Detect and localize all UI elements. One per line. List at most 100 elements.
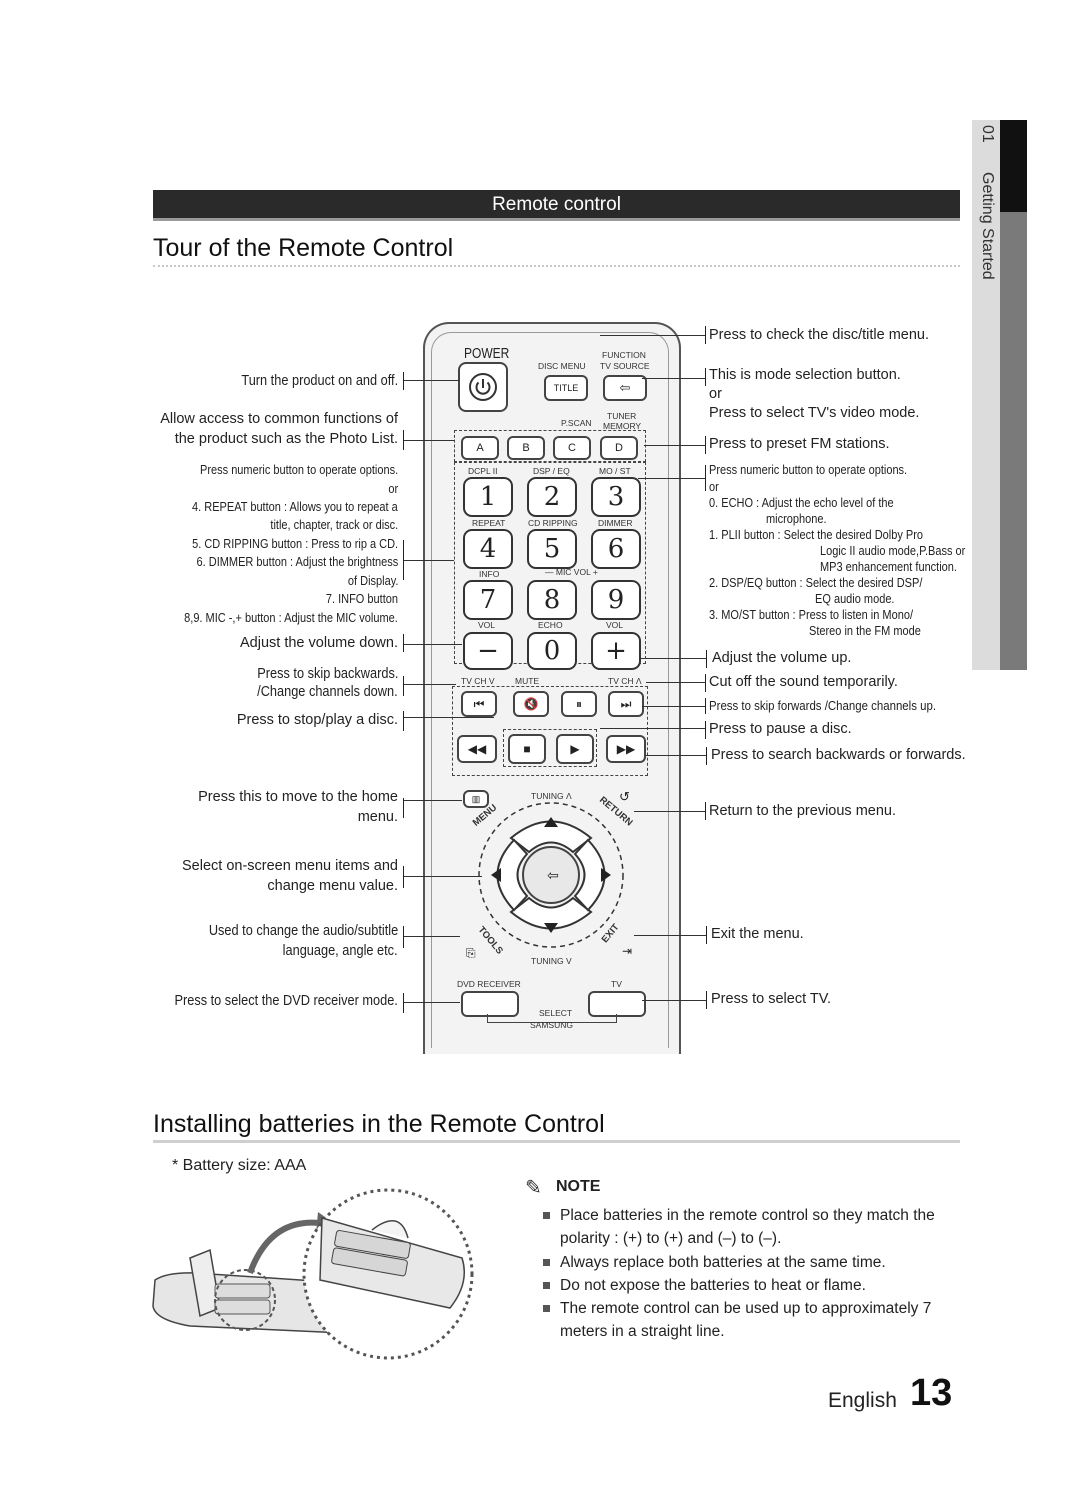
key-1[interactable]: 1 [463,477,513,517]
leader-dvd-receiver [404,1002,460,1003]
skip-forward-button[interactable]: ⏭ [608,691,644,717]
label-info: 7. INFO button [325,592,398,606]
title-rule [153,265,960,267]
tv-button[interactable] [588,991,646,1017]
label-most-1: 3. MO/ST button : Press to listen in Mon… [709,608,914,622]
pause-button[interactable]: ⏸ [561,691,597,717]
leader-preset [644,445,705,446]
exit-icon[interactable]: ⇥ [622,944,633,958]
function-button[interactable]: ⇦ [603,375,647,401]
abcd-group [454,430,646,462]
batteries-rule [153,1140,960,1143]
tick-numeric-left [403,540,404,580]
label-mode-1: This is mode selection button. [709,367,901,383]
stop-icon: ■ [523,742,531,756]
mute-button[interactable]: 🔇 [513,691,549,717]
label-skip-back-2: /Change channels down. [257,684,398,700]
play-button[interactable]: ▶ [556,734,594,764]
label-tools-1: Used to change the audio/subtitle [208,923,398,939]
tick-select [403,866,404,888]
tick-access [403,430,404,450]
label-numeric-right-1: Press numeric button to operate options. [709,463,908,477]
key-3[interactable]: 3 [591,477,641,517]
select-label: SELECT [536,1008,576,1018]
key-2[interactable]: 2 [527,477,577,517]
button-a[interactable]: A [461,436,499,460]
key-8[interactable]: 8 [527,580,577,620]
tick-numeric-right [705,465,706,491]
bullet-icon [543,1259,550,1267]
label-dsp-2: EQ audio mode. [815,592,895,606]
label-select-2: change menu value. [267,878,398,894]
key-0[interactable]: 0 [527,632,577,670]
power-icon [469,373,497,401]
button-c[interactable]: C [553,436,591,460]
label-dvd-receiver: Press to select the DVD receiver mode. [174,993,398,1009]
bullet-icon [543,1282,550,1290]
side-tab-marker [1000,120,1027,212]
disc-menu-label: DISC MENU [538,361,586,371]
label-exit: Exit the menu. [711,926,804,942]
label-mode-3: Press to select TV's video mode. [709,405,920,421]
transport-group [452,686,648,776]
info-label: INFO [479,569,500,579]
leader-volume-down [404,644,462,645]
label-search: Press to search backwards or forwards. [711,747,966,763]
fast-forward-button[interactable]: ▶▶ [606,735,646,763]
power-label: POWER [464,345,510,362]
key-5[interactable]: 5 [527,529,577,569]
tv-ch-down-label: TV CH V [461,676,495,686]
label-repeat-1: 4. REPEAT button : Allows you to repeat … [192,500,398,514]
tick-return [705,802,706,820]
button-b[interactable]: B [507,436,545,460]
rewind-button[interactable]: ◀◀ [457,735,497,763]
vol-plus-label: VOL [606,620,624,630]
menu-button[interactable]: ▥ [463,790,489,808]
dsp-eq-label: DSP / EQ [533,466,570,476]
side-tab-label: Getting Started [979,172,996,280]
tick-home [403,798,404,818]
key-9[interactable]: 9 [591,580,641,620]
dvd-receiver-button[interactable] [461,991,519,1017]
tick-search [706,747,707,765]
footer-language: English [828,1389,897,1412]
battery-illustration [152,1188,474,1360]
tick-tools [403,926,404,948]
leader-skip-back [404,684,456,685]
batteries-title: Installing batteries in the Remote Contr… [153,1110,605,1138]
button-d[interactable]: D [600,436,638,460]
dvd-receiver-label: DVD RECEIVER [457,979,521,989]
label-numeric-left-1: Press numeric button to operate options. [199,463,398,477]
label-stop-play: Press to stop/play a disc. [236,712,398,728]
memory-label: MEMORY [603,421,642,431]
mute-label: MUTE [515,676,540,686]
leader-home [404,800,462,801]
skip-back-button[interactable]: ⏮ [461,691,497,717]
leader-tools [404,936,460,937]
leader-mute [646,682,705,683]
key-4[interactable]: 4 [463,529,513,569]
volume-up-button[interactable]: + [591,632,641,670]
enter-button[interactable]: ⇦ [538,865,568,885]
tuning-up-label: TUNING Λ [531,791,572,801]
label-skip-back-1: Press to skip backwards. [256,666,398,682]
key-7[interactable]: 7 [463,580,513,620]
stop-button[interactable]: ■ [508,734,546,764]
volume-down-button[interactable]: − [463,632,513,670]
label-mode-2: or [709,386,722,402]
select-bracket [487,1014,617,1023]
key-6[interactable]: 6 [591,529,641,569]
power-button[interactable] [458,362,508,412]
return-icon[interactable]: ↺ [619,789,630,804]
label-plii-3: MP3 enhancement function. [820,560,957,574]
leader-numeric-right [638,478,705,479]
tools-icon[interactable]: ⎘ [466,946,476,960]
label-pause: Press to pause a disc. [709,721,852,737]
title-button[interactable]: TITLE [544,375,588,401]
label-dimmer-1: 6. DIMMER button : Adjust the brightness [196,555,398,569]
leader-search [646,755,706,756]
tick-volume-up [706,650,707,668]
label-access-2: the product such as the Photo List. [174,431,398,447]
label-numeric-left-2: or [388,482,398,496]
tick-dvd-receiver [403,993,404,1013]
